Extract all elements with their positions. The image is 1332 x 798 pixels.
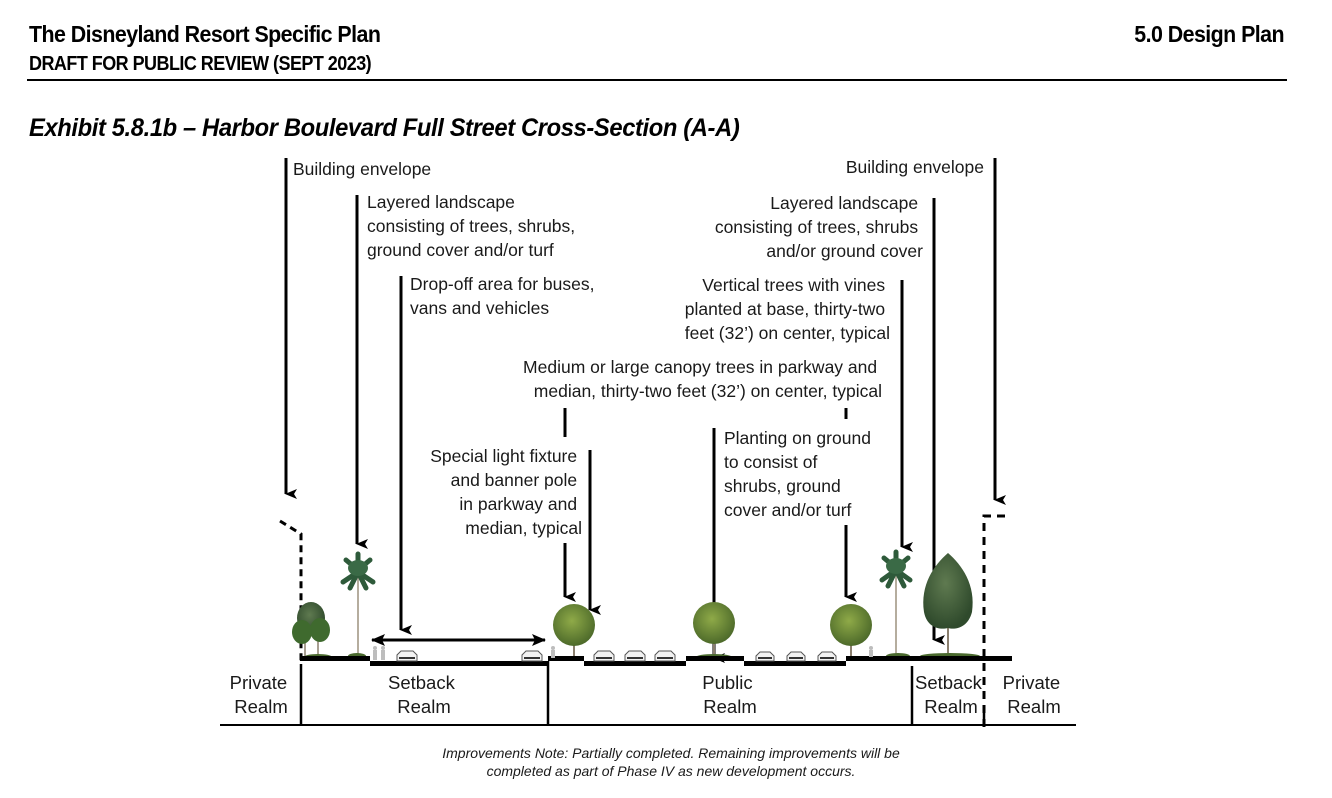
palm-tree-right [879,549,913,655]
callout-layered-landscape-left: Layered landscape consisting of trees, s… [367,192,580,260]
pedestrian [381,646,385,660]
realm-label-public: Public Realm [702,672,758,717]
realm-label-private-right: Private Realm [1003,672,1066,717]
exhibit-title: Exhibit 5.8.1b – Harbor Boulevard Full S… [29,114,740,142]
vehicle [654,650,676,662]
callout-drop-off: Drop-off area for buses, vans and vehicl… [410,274,599,318]
realm-labels: Private Realm Setback Realm Public Realm… [230,672,1066,717]
shrub-tree-left [292,602,330,656]
vehicles [396,650,837,662]
document-subtitle: DRAFT FOR PUBLIC REVIEW (SEPT 2023) [29,53,372,75]
vehicle [755,651,775,662]
pedestrian [373,646,377,660]
median [686,656,744,661]
vehicle [624,650,646,662]
callout-light-fixture: Special light fixture and banner pole in… [430,446,582,538]
building-envelope-right-dashed [982,514,1005,728]
callout-building-envelope-right: Building envelope [846,157,984,177]
improvements-note-line-1: Improvements Note: Partially completed. … [442,745,900,761]
improvements-note-line-2: completed as part of Phase IV as new dev… [486,763,856,779]
callout-labels: Building envelope Layered landscape cons… [293,157,984,538]
ground-profile [300,656,1012,666]
realm-label-setback-left: Setback Realm [388,672,460,717]
sidewalk-private-left [300,656,370,661]
vehicle [593,650,615,662]
header-divider [27,79,1287,81]
dropoff-lane [370,661,548,666]
vehicle [521,650,543,662]
callout-layered-landscape-right: Layered landscape consisting of trees, s… [715,193,923,261]
pedestrians [373,646,873,660]
parkway-left [548,656,584,661]
travel-lanes-right [744,661,846,666]
realm-label-setback-right: Setback Realm [915,672,987,717]
pedestrian [869,646,873,657]
vehicle [396,650,418,662]
vehicle [786,651,806,662]
canopy-tree-parkway-left [553,604,595,656]
canopy-tree-median [693,602,735,656]
pine-tree-right [923,553,973,656]
callout-canopy-trees: Medium or large canopy trees in parkway … [523,357,882,401]
document-title: The Disneyland Resort Specific Plan [29,21,381,47]
pedestrian [551,646,555,658]
canopy-tree-parkway-right [830,604,872,656]
improvements-note: Improvements Note: Partially completed. … [0,744,1332,780]
parkway-right-and-setback [846,656,1012,661]
vehicle [817,651,837,662]
callout-vertical-trees: Vertical trees with vines planted at bas… [685,275,890,343]
travel-lanes-left [584,661,686,666]
callout-building-envelope-left: Building envelope [293,159,431,179]
realm-dividers [299,661,986,725]
realm-label-private-left: Private Realm [230,672,293,717]
section-title: 5.0 Design Plan [1134,21,1284,47]
palm-tree-left [340,551,376,656]
callout-planting-ground: Planting on ground to consist of shrubs,… [724,428,876,520]
